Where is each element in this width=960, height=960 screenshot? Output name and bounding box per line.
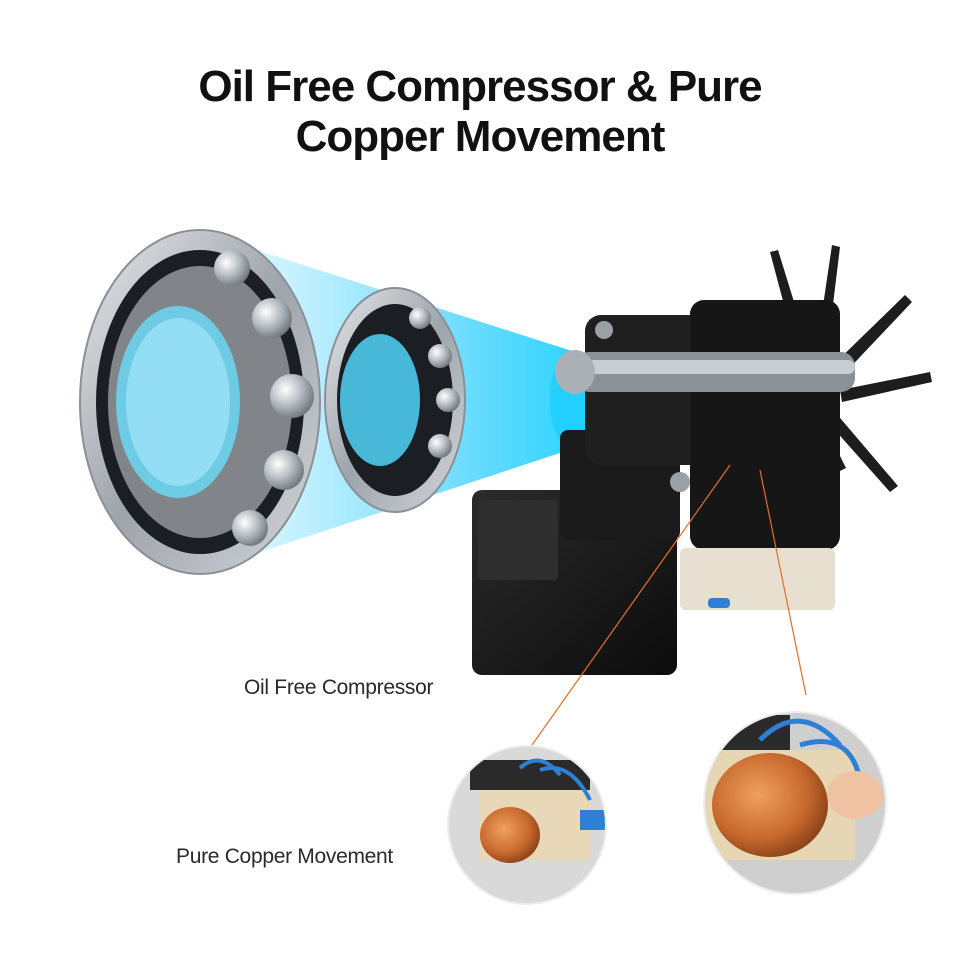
small-ball-bearing — [324, 287, 466, 513]
page-title-line-1: Oil Free Compressor & Pure — [198, 62, 762, 111]
callout-oil-free-compressor: Oil Free Compressor — [244, 676, 434, 699]
page-title: Oil Free Compressor & Pure Copper Moveme… — [0, 62, 960, 162]
large-ball-bearing — [79, 229, 321, 575]
callout-pure-copper-movement: Pure Copper Movement — [176, 845, 393, 868]
copper-detail-circle-left — [447, 745, 607, 905]
leader-lines — [531, 464, 807, 746]
motor-assembly — [472, 300, 855, 675]
copper-detail-circle-right — [703, 711, 887, 895]
page-title-line-2: Copper Movement — [295, 112, 666, 161]
